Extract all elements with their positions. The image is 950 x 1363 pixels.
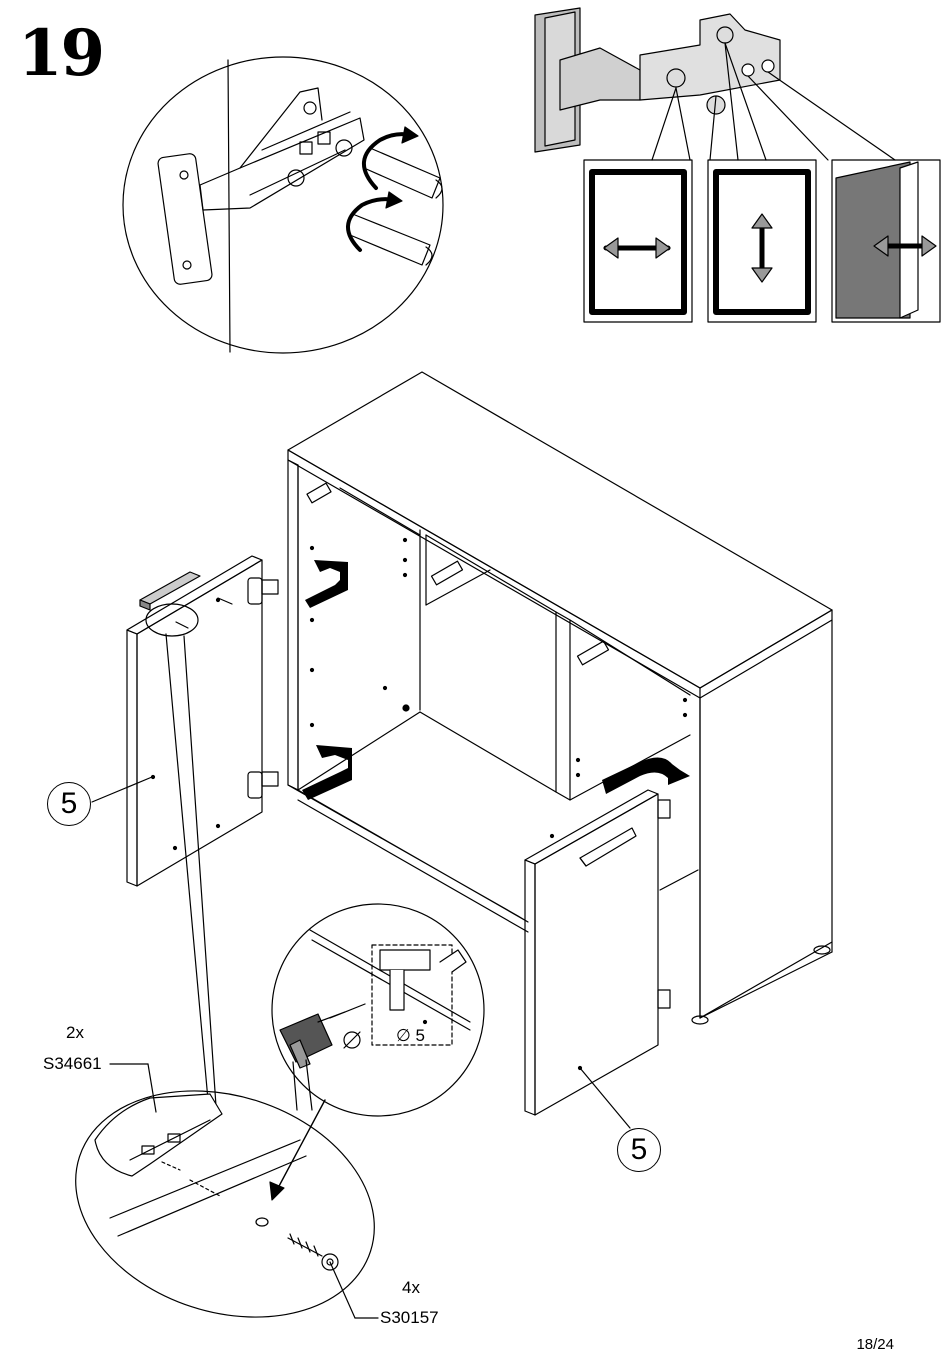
page-number: 18/24 bbox=[856, 1336, 894, 1353]
adjust-vertical-box bbox=[708, 160, 816, 322]
part-number-right-door: 5 bbox=[617, 1128, 661, 1172]
left-door bbox=[92, 556, 278, 1106]
hinge-overview bbox=[535, 8, 895, 160]
insert-arrows bbox=[302, 560, 690, 800]
adjust-depth-box bbox=[832, 160, 940, 322]
handle-quantity: 2x bbox=[66, 1023, 84, 1043]
hinge-detail-circle bbox=[123, 57, 443, 353]
adjust-horizontal-box bbox=[584, 160, 692, 322]
screw-quantity: 4x bbox=[402, 1278, 420, 1298]
handle-detail-circle bbox=[46, 1054, 404, 1354]
part-number-left-door: 5 bbox=[47, 782, 91, 826]
screw-part-code: S30157 bbox=[380, 1308, 439, 1328]
right-door bbox=[525, 790, 670, 1128]
handle-part-code: S34661 bbox=[43, 1054, 102, 1074]
drill-detail-circle bbox=[270, 904, 484, 1200]
cabinet bbox=[288, 372, 832, 1024]
drill-diameter-label: ∅ 5 bbox=[396, 1026, 425, 1046]
